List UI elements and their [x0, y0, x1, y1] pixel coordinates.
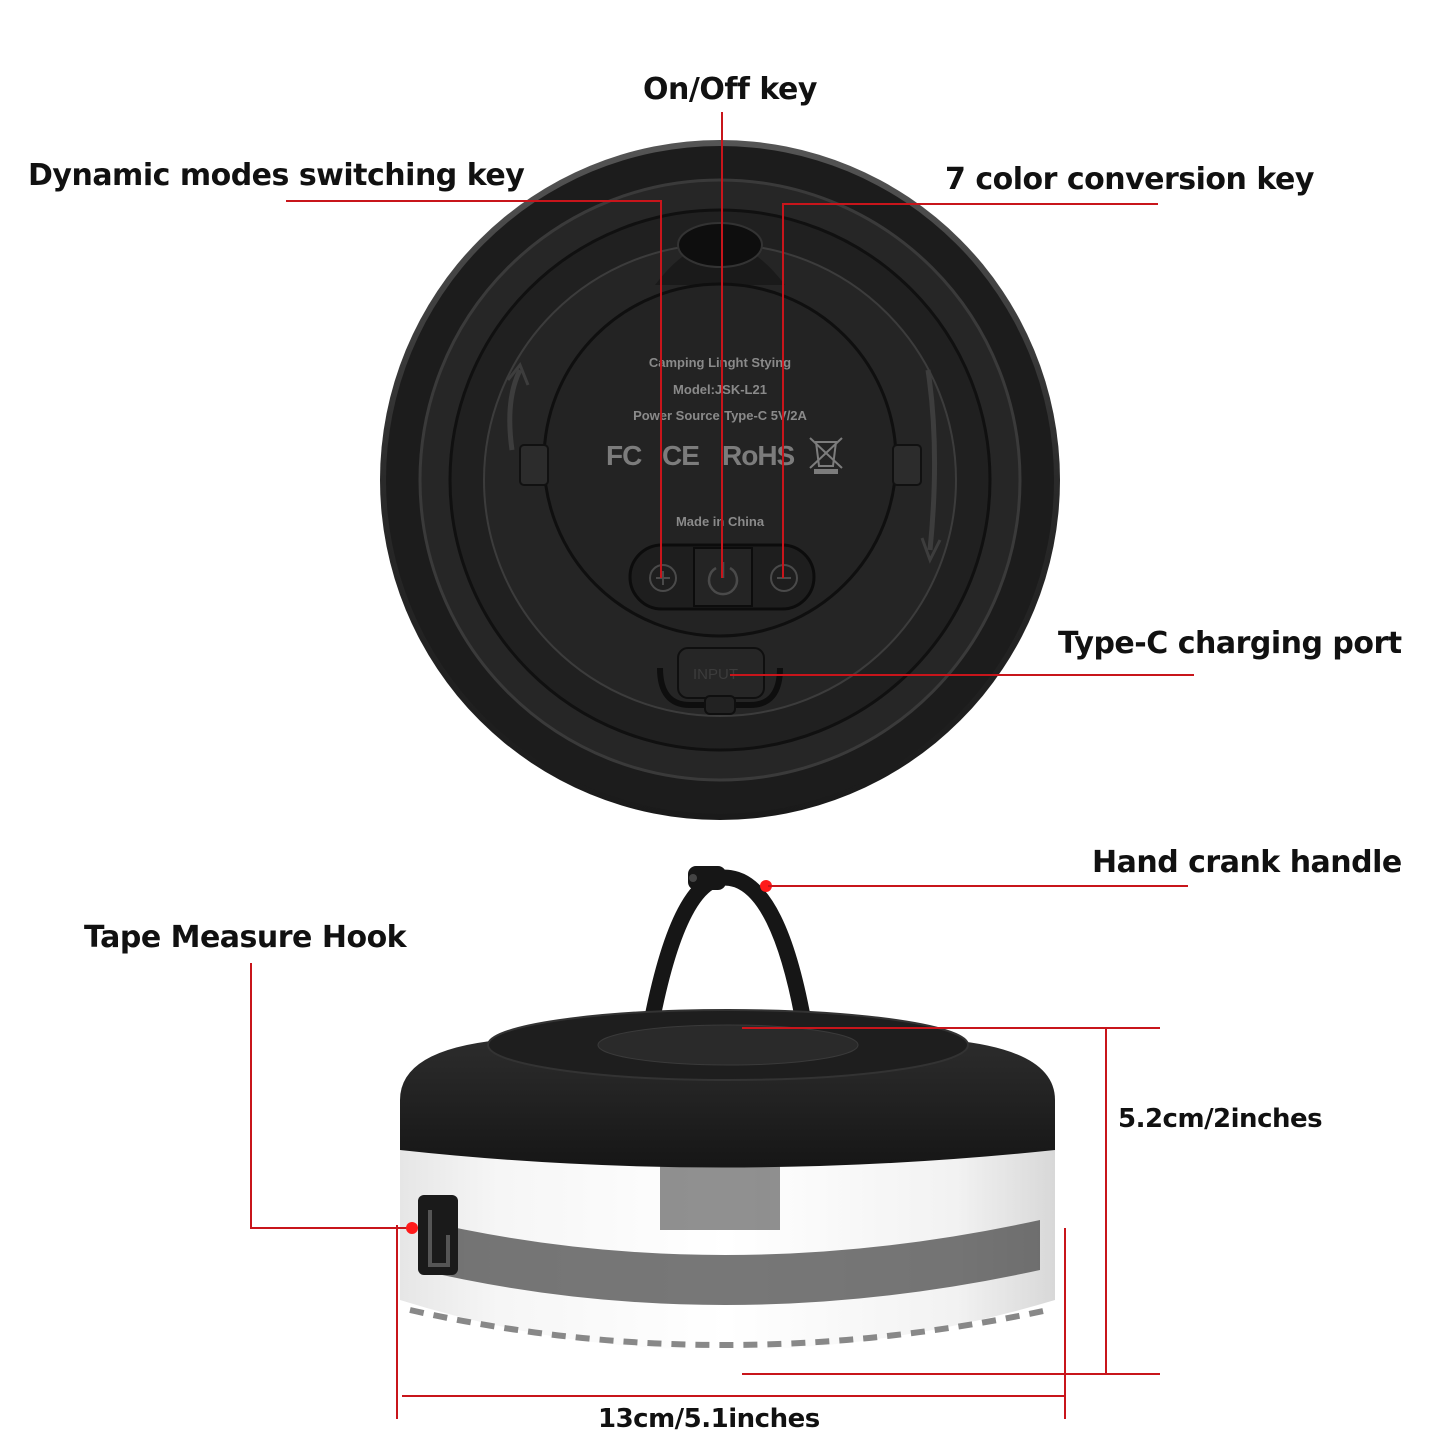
marker-dot-hand-crank: [760, 880, 772, 892]
input-port-label: INPUT: [693, 666, 738, 683]
dimension-width-label: 13cm/5.1inches: [598, 1404, 820, 1434]
fcc-logo: FC: [606, 440, 642, 471]
mode-cycle-icon: [649, 564, 677, 592]
callout-on-off-key: On/Off key: [643, 72, 817, 107]
power-icon: [707, 562, 739, 596]
plate-origin: Made in China: [675, 514, 765, 529]
leader-line-on-off: [721, 112, 723, 578]
dimension-width-line: [402, 1395, 1064, 1397]
leader-line-dynamic-modes-v: [660, 200, 662, 578]
plate-line-3: Power Source:Type-C 5V/2A: [633, 408, 807, 423]
leader-line-dynamic-modes: [286, 200, 662, 202]
marker-dot-hook: [406, 1222, 418, 1234]
dimension-width-right-tick: [1064, 1228, 1066, 1419]
dimension-height-top-tick: [742, 1027, 1160, 1029]
callout-tape-measure-hook: Tape Measure Hook: [84, 920, 407, 955]
dimension-height-bottom-tick: [742, 1373, 1160, 1375]
callout-type-c-port: Type-C charging port: [1058, 626, 1402, 661]
leader-line-hand-crank: [768, 885, 1188, 887]
callout-hand-crank-handle: Hand crank handle: [1092, 845, 1402, 880]
plate-line-1: Camping Linght Stying: [648, 355, 792, 370]
weee-bin-icon: [809, 437, 843, 474]
callout-color-conversion-key: 7 color conversion key: [945, 162, 1314, 197]
dimension-height-label: 5.2cm/2inches: [1118, 1104, 1323, 1134]
dimension-height-line: [1105, 1027, 1107, 1373]
leader-line-color-v: [782, 203, 784, 578]
leader-line-hook-h: [250, 1227, 410, 1229]
device-side-view: [400, 866, 1055, 1350]
color-cycle-icon: [770, 564, 798, 592]
leader-line-type-c: [730, 674, 1194, 676]
device-bottom-view: [380, 140, 1060, 820]
dimension-width-left-tick: [396, 1225, 398, 1419]
plate-line-2: Model:JSK-L21: [673, 382, 767, 397]
callout-dynamic-modes-key: Dynamic modes switching key: [28, 158, 525, 193]
ce-logo: CE: [662, 440, 700, 471]
leader-line-color: [782, 203, 1158, 205]
leader-line-hook-v: [250, 963, 252, 1229]
